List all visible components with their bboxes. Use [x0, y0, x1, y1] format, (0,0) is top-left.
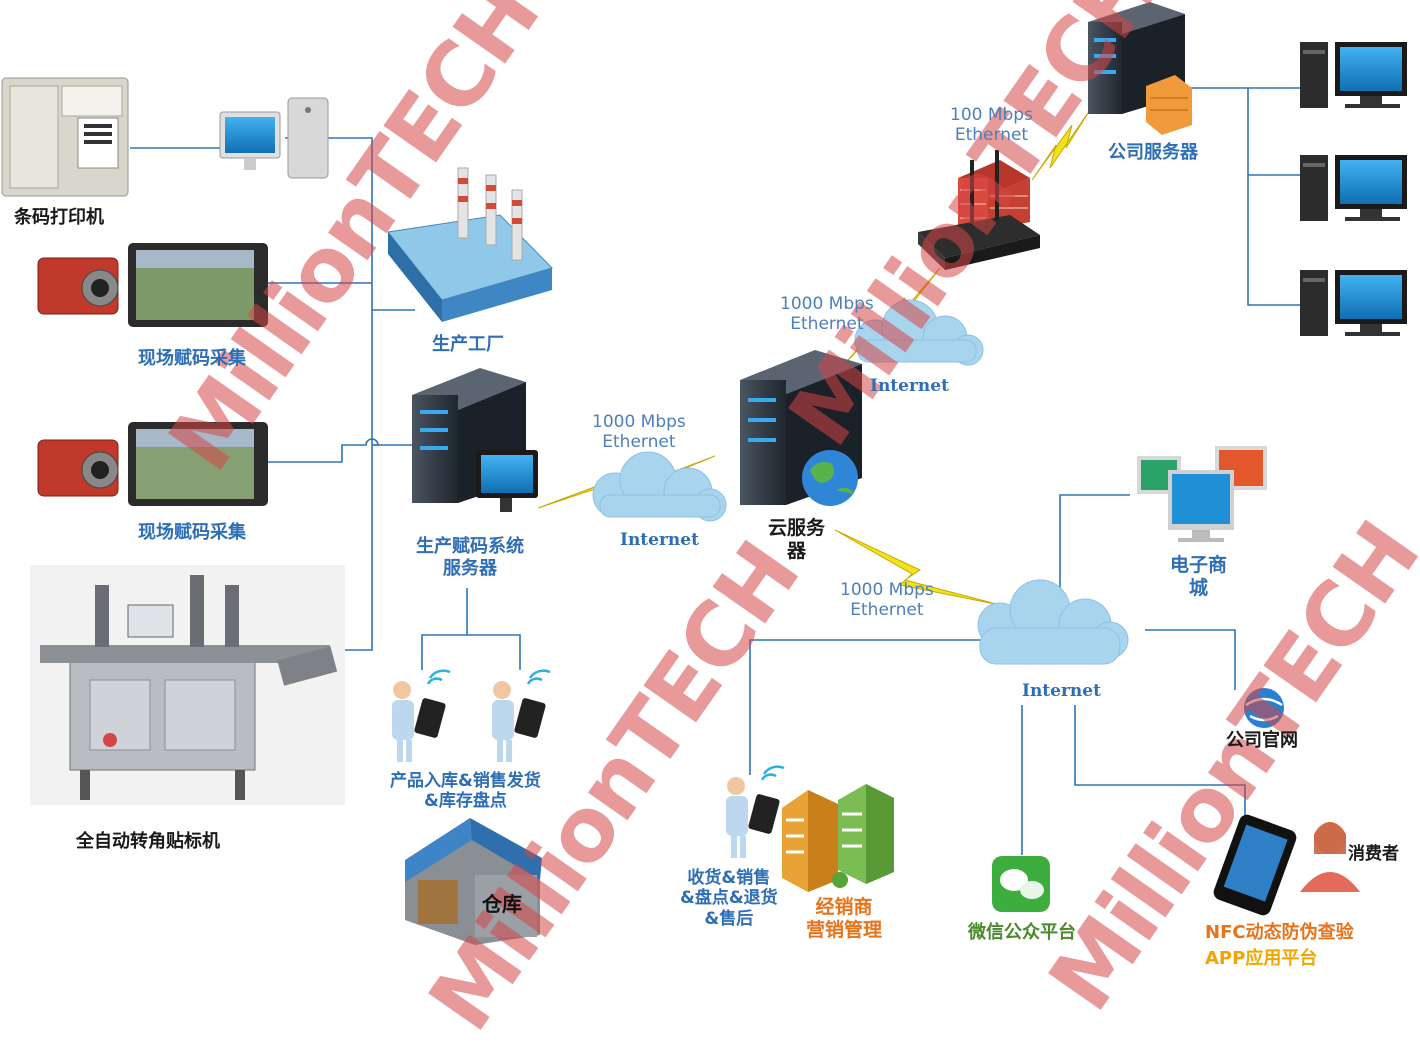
label-cloud-server: 云服务 器 — [768, 517, 826, 562]
label-dealer-mgmt: 经销商 营销管理 — [806, 896, 883, 941]
label-eth-cloud-router: 1000 Mbps Ethernet — [780, 294, 874, 335]
nfc-phone — [1213, 814, 1297, 916]
line-internet-nfc — [1074, 705, 1246, 825]
cloud-1 — [592, 451, 727, 522]
diagram-canvas — [1, 2, 1407, 945]
label-internet-1: Internet — [620, 530, 699, 550]
label-official-site: 公司官网 — [1226, 730, 1298, 751]
label-dealer-ops: 收货&销售 &盘点&退货 &售后 — [680, 868, 778, 929]
label-barcode-printer: 条码打印机 — [14, 207, 104, 228]
dealer-buildings — [782, 784, 894, 892]
label-internet-2: Internet — [870, 376, 949, 396]
labeling-machine-device — [30, 565, 345, 805]
consumer-person — [1300, 822, 1360, 892]
label-labeler: 全自动转角贴标机 — [76, 831, 220, 852]
warehouse-building — [405, 818, 542, 945]
cloud-2 — [854, 299, 984, 366]
label-warehouse: 仓库 — [482, 892, 522, 916]
label-field-code-1: 现场赋码采集 — [138, 348, 246, 369]
company-pc-2 — [1300, 155, 1407, 221]
cloud-3 — [977, 579, 1129, 665]
label-ecommerce: 电子商 城 — [1170, 554, 1228, 599]
label-eth-prod-cloud: 1000 Mbps Ethernet — [592, 412, 686, 453]
label-eth-cloud-internet: 1000 Mbps Ethernet — [840, 580, 934, 621]
cloud-server — [740, 350, 862, 506]
label-eth-router-company: 100 Mbps Ethernet — [950, 105, 1033, 146]
company-pc-1 — [1300, 42, 1407, 108]
label-factory: 生产工厂 — [432, 334, 504, 355]
ecommerce-monitors — [1137, 446, 1267, 542]
label-consumer: 消费者 — [1348, 844, 1399, 864]
label-company-server: 公司服务器 — [1108, 142, 1198, 163]
label-wechat: 微信公众平台 — [968, 922, 1076, 943]
dealer-worker — [726, 765, 785, 858]
line-internet-site — [1145, 629, 1236, 690]
field-scanner-1 — [37, 243, 268, 327]
official-site-globe — [1244, 688, 1284, 728]
label-warehouse-ops: 产品入库&销售发货 &库存盘点 — [390, 771, 541, 812]
label-prod-server: 生产赋码系统 服务器 — [416, 536, 524, 579]
handheld-worker-2 — [492, 669, 551, 762]
label-internet-3: Internet — [1022, 681, 1101, 701]
handheld-worker-1 — [392, 669, 451, 762]
line-server-handhelds — [421, 588, 521, 670]
line-internet-ecommerce — [1059, 494, 1130, 590]
field-scanner-2 — [37, 422, 268, 506]
line-internet-dealer — [749, 639, 990, 775]
company-server — [1088, 2, 1192, 135]
workstation-pc — [219, 97, 329, 179]
company-pc-3 — [1300, 270, 1407, 336]
cloud-shapes — [592, 299, 1129, 665]
label-nfc-line1: NFC动态防伪查验 — [1205, 922, 1354, 943]
barcode-printer-device — [1, 77, 129, 197]
label-nfc-line2: APP应用平台 — [1205, 948, 1318, 969]
line-field-2 — [268, 438, 379, 463]
router-firewall — [918, 150, 1040, 270]
bolt-router-company — [1031, 109, 1091, 181]
line-company-pcs — [1185, 87, 1300, 306]
production-server — [412, 368, 538, 512]
factory-building — [387, 167, 553, 322]
wechat-icon-shape — [992, 856, 1050, 912]
label-field-code-2: 现场赋码采集 — [138, 522, 246, 543]
